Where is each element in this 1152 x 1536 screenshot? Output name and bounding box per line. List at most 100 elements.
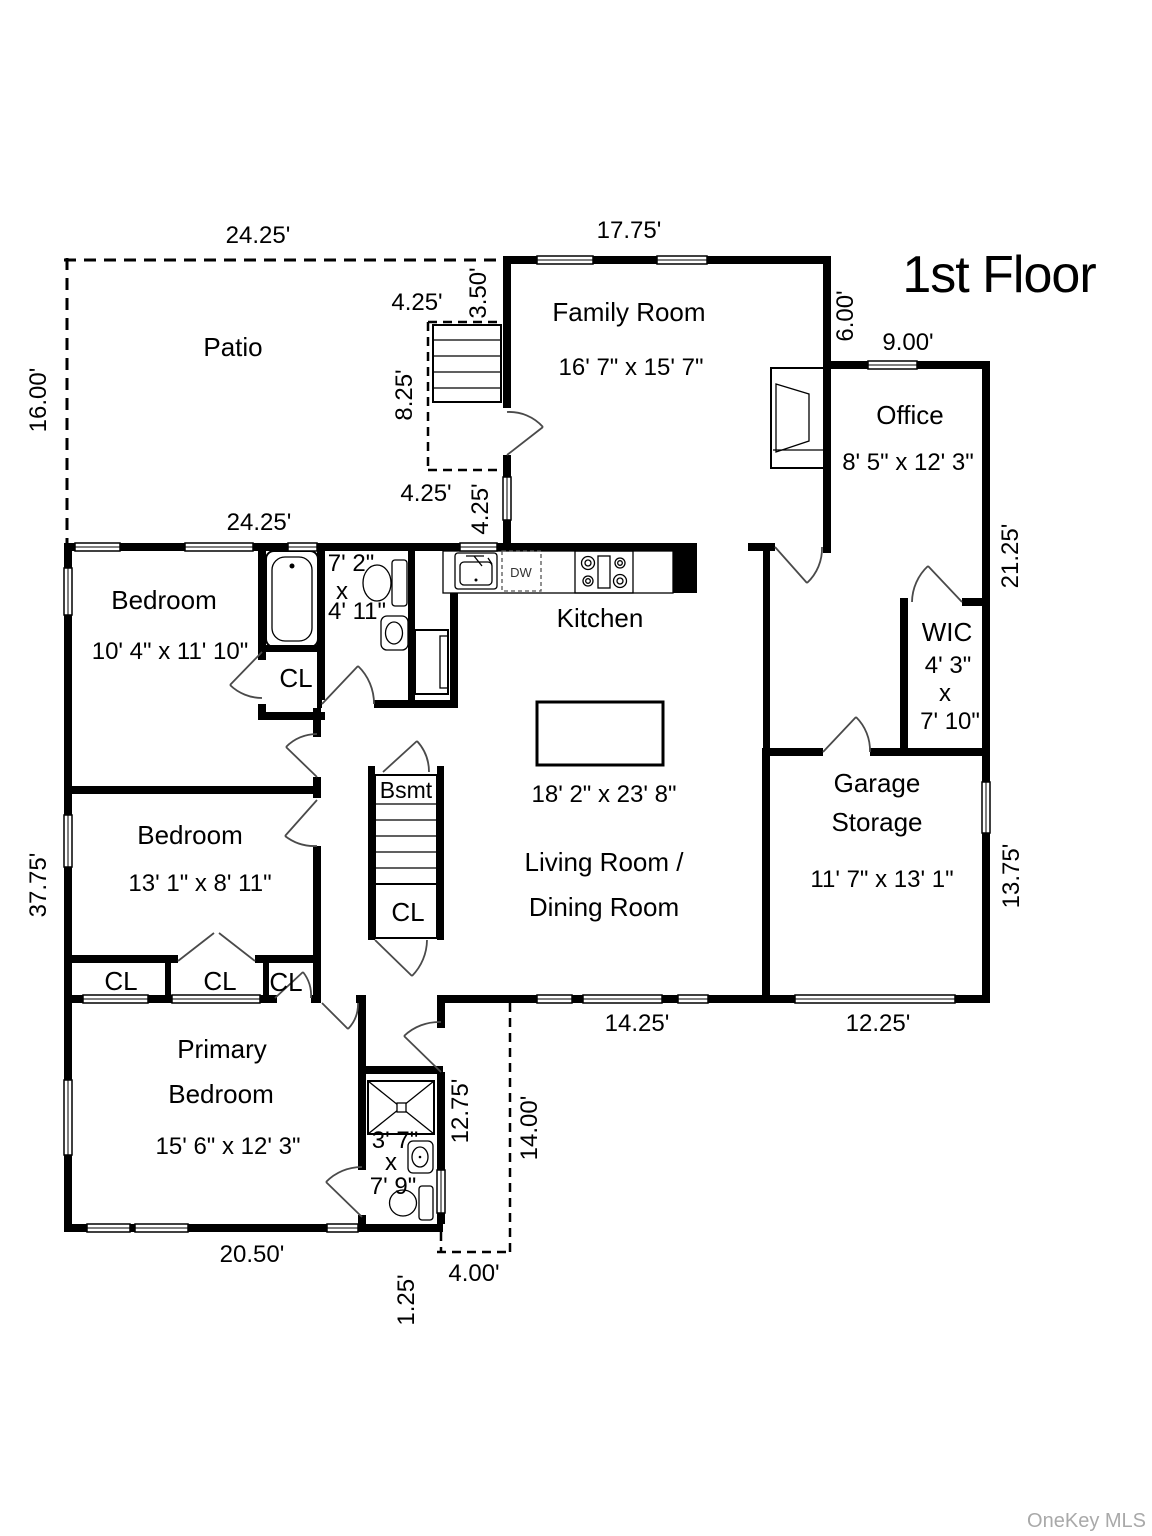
patio-stairs-box xyxy=(432,324,502,403)
sink2-basin xyxy=(411,1146,429,1168)
door-bedroom2 xyxy=(284,799,318,847)
dim-garage-right: 13.75' xyxy=(998,844,1025,909)
stove-body xyxy=(574,550,634,594)
room-dims-bedroom1: 10' 4" x 11' 10" xyxy=(92,638,249,665)
stove-burner-2 xyxy=(582,575,594,587)
toilet1-tank xyxy=(391,559,408,607)
toilet2-tank xyxy=(418,1185,434,1221)
door-side-exterior xyxy=(403,1021,442,1073)
refrigerator xyxy=(414,629,449,695)
room-dims-bath2-x: x xyxy=(385,1149,397,1176)
room-dims-bath1-h: 4' 11" xyxy=(328,598,386,625)
room-label-living-2: Dining Room xyxy=(529,892,679,922)
dim-garage-bottom: 12.25' xyxy=(846,1010,911,1037)
toilet1-bowl xyxy=(362,564,392,602)
room-dims-wic-w: 4' 3" xyxy=(925,652,971,679)
dim-stairs-width: 4.25' xyxy=(391,289,442,316)
dim-left-side: 37.75' xyxy=(25,853,52,918)
dim-patio-left: 16.00' xyxy=(25,368,52,433)
toilet-bath1 xyxy=(362,559,408,607)
dim-stairs-height: 8.25' xyxy=(391,369,418,420)
room-dims-wic-h: 7' 10" xyxy=(920,708,980,735)
fireplace xyxy=(770,367,829,469)
room-label-bedroom1: Bedroom xyxy=(111,585,217,615)
room-label-primary-2: Bedroom xyxy=(168,1079,274,1109)
shower-pan xyxy=(367,1080,435,1135)
sink2-base xyxy=(407,1140,434,1174)
dishwasher-label: DW xyxy=(510,565,532,580)
stove-burner-4 xyxy=(612,573,628,589)
labels: 1st Floor OneKey MLS Patio Family Room 1… xyxy=(25,217,1146,1532)
room-label-garage-2: Storage xyxy=(831,807,922,837)
kitchen-faucet-icon xyxy=(466,555,493,567)
fireplace-box xyxy=(770,367,829,469)
room-label-wic: WIC xyxy=(922,617,973,647)
shower xyxy=(367,1080,435,1135)
basement-closet-label: CL xyxy=(391,897,424,927)
sink2-drain xyxy=(418,1155,422,1159)
dim-family-right: 6.00' xyxy=(832,290,859,341)
room-dims-wic-x: x xyxy=(939,680,951,707)
stove-burner-1 xyxy=(580,555,596,571)
basement-label: Bsmt xyxy=(380,777,433,803)
sink-bath2 xyxy=(407,1140,434,1174)
bathtub xyxy=(265,550,319,648)
toilet-bath2 xyxy=(388,1185,434,1221)
room-label-garage-1: Garage xyxy=(834,768,921,798)
dishwasher xyxy=(501,550,542,592)
dim-living-bottom: 14.25' xyxy=(605,1010,670,1037)
dim-office-top: 9.00' xyxy=(882,329,933,356)
fixtures xyxy=(265,367,829,1221)
dim-family-top: 17.75' xyxy=(597,217,662,244)
kitchen-sink xyxy=(454,552,498,590)
room-label-bedroom2: Bedroom xyxy=(137,820,243,850)
room-dims-bath1-w: 7' 2" xyxy=(328,550,374,577)
dim-right-side: 21.25' xyxy=(997,524,1024,589)
refrigerator-door xyxy=(439,635,449,689)
room-dims-primary: 15' 6" x 12' 3" xyxy=(156,1133,301,1160)
stove xyxy=(574,550,634,594)
dim-primary-bottom: 20.50' xyxy=(220,1241,285,1268)
dim-stairs-landing: 3.50' xyxy=(465,267,492,318)
refrigerator-body xyxy=(414,629,449,695)
room-dims-bath1-x: x xyxy=(336,578,348,605)
sink1-base xyxy=(380,615,409,651)
doors xyxy=(177,411,963,1218)
dim-entry-height: 4.25' xyxy=(467,483,494,534)
door-basement-closet xyxy=(374,939,428,977)
room-dims-family-room: 16' 7" x 15' 7" xyxy=(559,354,704,381)
stove-center xyxy=(597,555,611,589)
door-bath1 xyxy=(321,665,375,705)
dim-porch-right: 14.00' xyxy=(516,1096,543,1161)
door-hall-top xyxy=(774,546,823,584)
dim-patio-bottom: 24.25' xyxy=(227,509,292,536)
door-wic xyxy=(911,565,963,603)
page-title: 1st Floor xyxy=(902,246,1096,304)
patio-stairs xyxy=(432,324,502,403)
basement-stairs xyxy=(374,774,438,939)
fireplace-firebox xyxy=(775,383,810,453)
dim-patio-top: 24.25' xyxy=(226,222,291,249)
kitchen-counter xyxy=(442,550,674,594)
dishwasher-box xyxy=(501,550,542,592)
stove-burner-1b xyxy=(584,559,592,567)
room-label-primary-1: Primary xyxy=(177,1034,267,1064)
door-closet2-bifold xyxy=(177,932,256,962)
room-dims-bedroom2: 13' 1" x 8' 11" xyxy=(128,870,271,897)
door-bath1-closet xyxy=(229,651,263,699)
watermark: OneKey MLS xyxy=(1027,1510,1146,1532)
dim-porch-bottom: 4.00' xyxy=(448,1260,499,1287)
room-label-living-1: Living Room / xyxy=(525,847,685,877)
stove-burner-3b xyxy=(617,560,623,566)
door-basement xyxy=(382,740,430,773)
closet-label-2: CL xyxy=(203,966,236,996)
closet-label-bath-hall: CL xyxy=(279,663,312,693)
shower-drain xyxy=(396,1102,407,1113)
door-garage-storage xyxy=(822,716,871,753)
bathtub-inner xyxy=(271,556,313,642)
stove-burner-2b xyxy=(585,578,591,584)
room-dims-office: 8' 5" x 12' 3" xyxy=(842,449,974,476)
dashed-outlines xyxy=(64,258,512,1254)
